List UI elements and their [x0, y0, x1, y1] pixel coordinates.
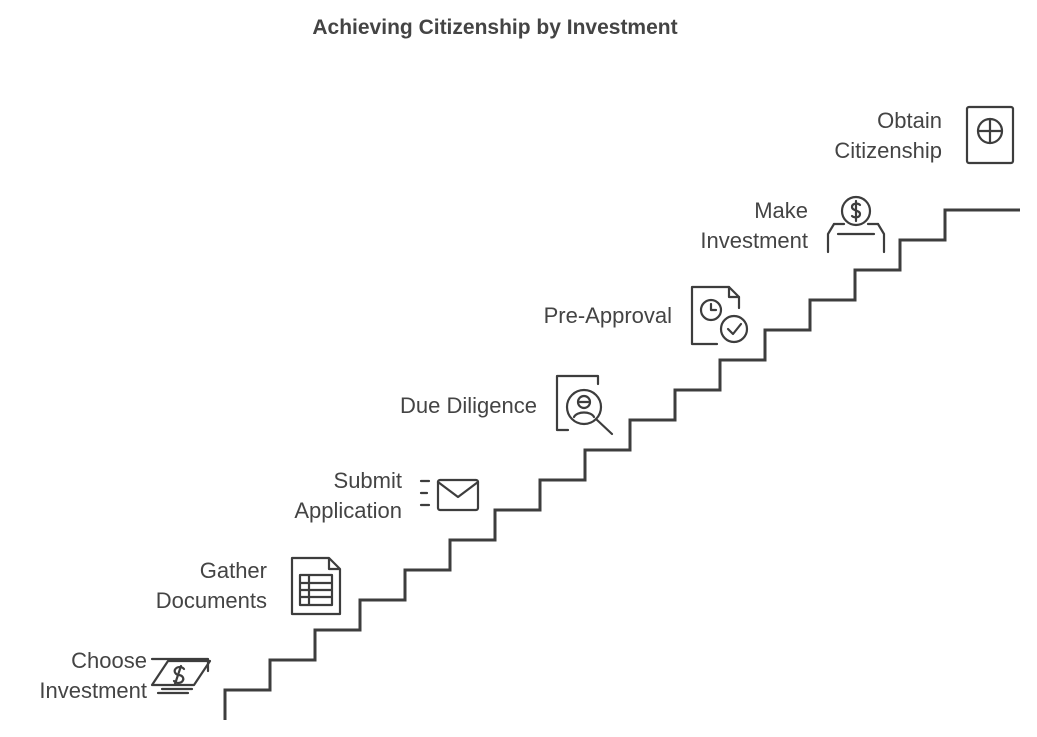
step-label-line: Pre-Approval	[543, 303, 672, 328]
step-label-pre-approval: Pre-Approval	[544, 301, 672, 331]
step-label-submit-application: Submit Application	[294, 466, 402, 526]
document-table-icon	[289, 555, 343, 617]
step-label-gather-documents: Gather Documents	[156, 556, 267, 616]
step-label-line: Gather	[199, 558, 267, 583]
step-label-line: Citizenship	[834, 138, 942, 163]
step-label-due-diligence: Due Diligence	[400, 391, 537, 421]
step-label-line: Documents	[155, 588, 267, 613]
diagram-title: Achieving Citizenship by Investment	[312, 16, 678, 39]
step-label-line: Investment	[39, 678, 147, 703]
step-label-line: Make	[754, 198, 808, 223]
step-label-line: Obtain	[877, 108, 942, 133]
document-clock-check-icon	[689, 284, 753, 348]
step-label-line: Choose	[71, 648, 147, 673]
person-search-icon	[554, 373, 616, 437]
money-card-icon	[148, 655, 212, 699]
step-label-line: Submit	[333, 468, 402, 493]
step-label-obtain-citizenship: Obtain Citizenship	[834, 106, 942, 166]
step-label-line: Investment	[700, 228, 808, 253]
envelope-send-icon	[418, 476, 482, 514]
step-label-line: Application	[294, 498, 402, 523]
step-label-make-investment: Make Investment	[700, 196, 808, 256]
step-label-line: Due Diligence	[400, 393, 537, 418]
step-label-choose-investment: Choose Investment	[39, 646, 147, 706]
passport-icon	[964, 104, 1016, 166]
dollar-coin-deposit-icon	[824, 194, 888, 256]
